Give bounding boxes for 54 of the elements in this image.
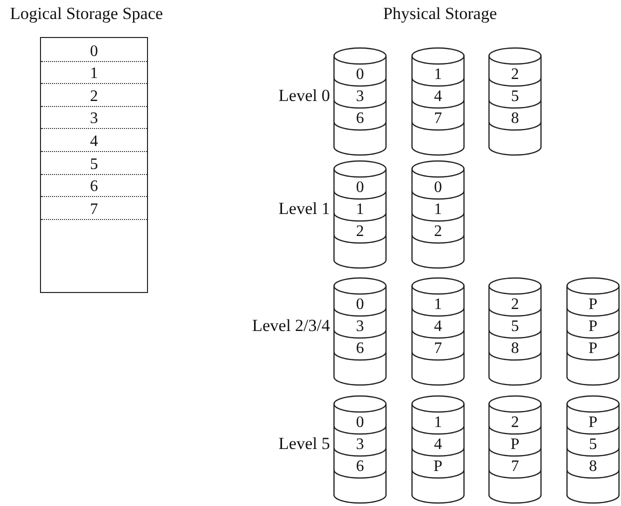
block-number: 8 xyxy=(511,110,519,127)
heading: Logical Storage Space xyxy=(10,4,163,24)
block-number: 3 xyxy=(356,436,364,453)
level-label: Level 1 xyxy=(278,199,330,219)
block-number: 1 xyxy=(434,296,442,313)
block-number: 8 xyxy=(589,458,597,475)
block-number: 7 xyxy=(434,340,442,357)
block-number: 2 xyxy=(434,223,442,240)
block-number: P xyxy=(510,436,520,453)
block-number: 3 xyxy=(356,88,364,105)
level-label: Level 2/3/4 xyxy=(252,316,330,336)
block-number: 1 xyxy=(356,201,364,218)
block-number: 1 xyxy=(90,65,98,82)
block-number: P xyxy=(588,414,598,431)
block-number: 1 xyxy=(434,66,442,83)
block-number: 4 xyxy=(434,436,442,453)
block-number: 6 xyxy=(356,340,364,357)
block-number: 6 xyxy=(356,458,364,475)
level-label: Level 0 xyxy=(278,86,330,106)
block-number: 0 xyxy=(356,66,364,83)
block-number: 4 xyxy=(90,132,98,150)
block-number: 5 xyxy=(90,156,98,173)
block-number: 0 xyxy=(434,179,442,196)
block-number: 2 xyxy=(90,88,98,105)
block-number: 0 xyxy=(356,414,364,431)
block-number: 5 xyxy=(589,436,597,453)
level-label: Level 5 xyxy=(278,434,330,454)
block-number: 2 xyxy=(511,414,519,431)
block-number: 7 xyxy=(434,110,442,127)
block-number: P xyxy=(588,318,598,335)
block-number: P xyxy=(588,340,598,357)
block-number: 6 xyxy=(356,110,364,127)
block-number: 7 xyxy=(90,200,98,218)
block-number: P xyxy=(434,458,442,475)
block-number: P xyxy=(588,296,598,313)
heading: Physical Storage xyxy=(383,4,497,24)
block-number: 2 xyxy=(511,66,519,83)
block-number: 0 xyxy=(356,179,364,196)
block-number: 2 xyxy=(356,223,364,240)
block-number: 2 xyxy=(511,296,519,313)
block-number: 6 xyxy=(90,178,98,196)
block-number: 3 xyxy=(90,110,98,128)
block-number: 3 xyxy=(356,318,364,335)
block-number: 5 xyxy=(511,318,519,335)
block-number: 0 xyxy=(356,296,364,313)
block-number: 8 xyxy=(511,340,519,357)
block-number: 7 xyxy=(511,458,519,475)
block-number: 5 xyxy=(511,88,519,105)
block-number: 4 xyxy=(434,318,442,335)
block-number: 0 xyxy=(90,42,98,60)
block-number: 4 xyxy=(434,88,442,105)
storage-table xyxy=(40,37,148,293)
block-number: 1 xyxy=(434,414,442,431)
block-number: 1 xyxy=(434,201,442,218)
